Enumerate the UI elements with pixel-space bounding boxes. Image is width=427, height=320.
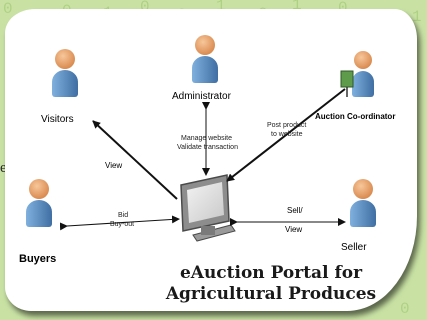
background-digit: 1	[216, 0, 226, 15]
bid-label: Bid	[118, 212, 128, 219]
seller-person-icon	[350, 179, 376, 227]
view-seller-label: View	[285, 225, 302, 234]
post-product-label: Post product	[267, 122, 306, 129]
buyers-label: Buyers	[19, 253, 56, 265]
validate-transaction-label: Validate transaction	[177, 144, 238, 151]
administrator-person-icon	[192, 35, 218, 83]
portal-title-line-2: Agricultural Produces	[165, 284, 377, 304]
background-digit: 0	[400, 300, 410, 318]
to-website-label: to website	[271, 131, 303, 138]
visitors-person-icon	[52, 49, 78, 97]
portal-title: eAuction Portal for Agricultural Produce…	[126, 263, 416, 305]
background-edge-glyph: e	[0, 160, 7, 176]
administrator-label: Administrator	[172, 91, 232, 102]
diagram-card: Administrator Visitors Auction Co-ordina…	[5, 9, 417, 311]
eauction-diagram: Administrator Visitors Auction Co-ordina…	[19, 35, 395, 265]
buyers-person-icon	[26, 179, 52, 227]
coordinator-portal-arrow	[226, 88, 346, 182]
buy-out-label: Buy-out	[110, 221, 134, 228]
portal-monitor-icon	[180, 174, 236, 242]
background-digit: 0	[338, 0, 348, 17]
portal-visitors-arrow	[92, 120, 178, 200]
view-label: View	[105, 161, 122, 170]
background-digit: 1	[292, 0, 302, 14]
manage-website-label: Manage website	[181, 135, 232, 142]
background-digit: 0	[140, 0, 150, 16]
seller-label: Seller	[341, 242, 367, 253]
buyers-portal-arrow	[59, 215, 180, 231]
coordinator-label: Auction Co-ordinator	[315, 112, 395, 121]
background-digit: 1	[412, 8, 422, 26]
coordinator-person-icon	[340, 51, 374, 97]
visitors-label: Visitors	[41, 114, 74, 125]
background-digit: 0	[3, 0, 13, 18]
sell-label: Sell/	[287, 206, 303, 215]
portal-title-line-1: eAuction Portal for	[179, 263, 363, 283]
